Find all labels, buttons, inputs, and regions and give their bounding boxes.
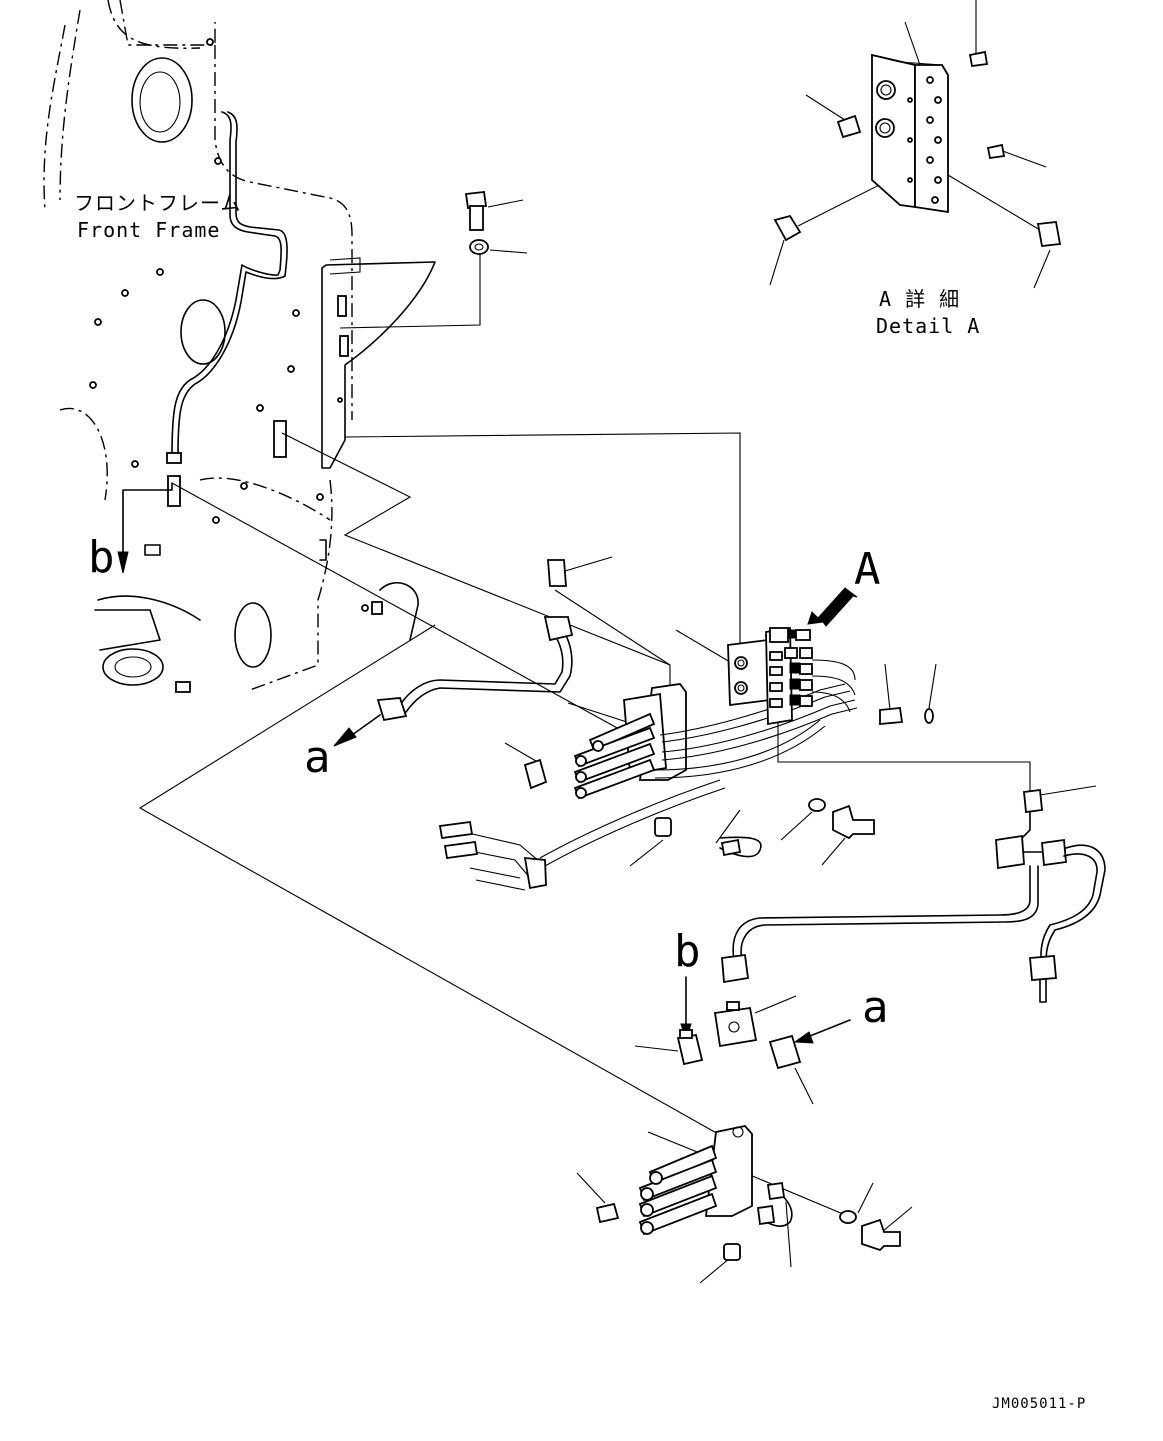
- front-frame-outline: [43, 0, 419, 691]
- detail-a-label-en: Detail A: [876, 314, 981, 338]
- callout-b-left: b: [88, 532, 115, 583]
- detail-a-drawing: [773, 50, 1062, 247]
- mounting-bracket: [144, 257, 436, 693]
- fittings-lower: [676, 1001, 802, 1070]
- leader-lines: [122, 0, 1097, 1284]
- distribution-block-lower: [595, 1125, 901, 1261]
- frame-bolt-holes: [89, 38, 369, 612]
- callout-b-right: b: [674, 926, 701, 977]
- view-a-callout: A: [854, 544, 881, 595]
- detail-a-label-jp: A 詳 細: [879, 287, 961, 311]
- front-frame-label-jp: フロントフレーム: [74, 191, 242, 215]
- hose-assembly-left: [376, 559, 574, 722]
- callout-a-right: a: [862, 982, 889, 1033]
- front-frame-label-en: Front Frame: [77, 218, 221, 242]
- grease-tubes: [438, 683, 858, 891]
- bolt-and-washer-top: [464, 191, 489, 255]
- manifold-block-A: [727, 626, 934, 726]
- distribution-block-mid: [523, 683, 875, 858]
- drawing-number: JM005011-P: [992, 1396, 1087, 1412]
- frame-grease-line: [166, 111, 288, 507]
- hose-assembly-right: [721, 788, 1106, 1003]
- callout-a-left: a: [304, 732, 331, 783]
- arrows: [117, 551, 858, 1044]
